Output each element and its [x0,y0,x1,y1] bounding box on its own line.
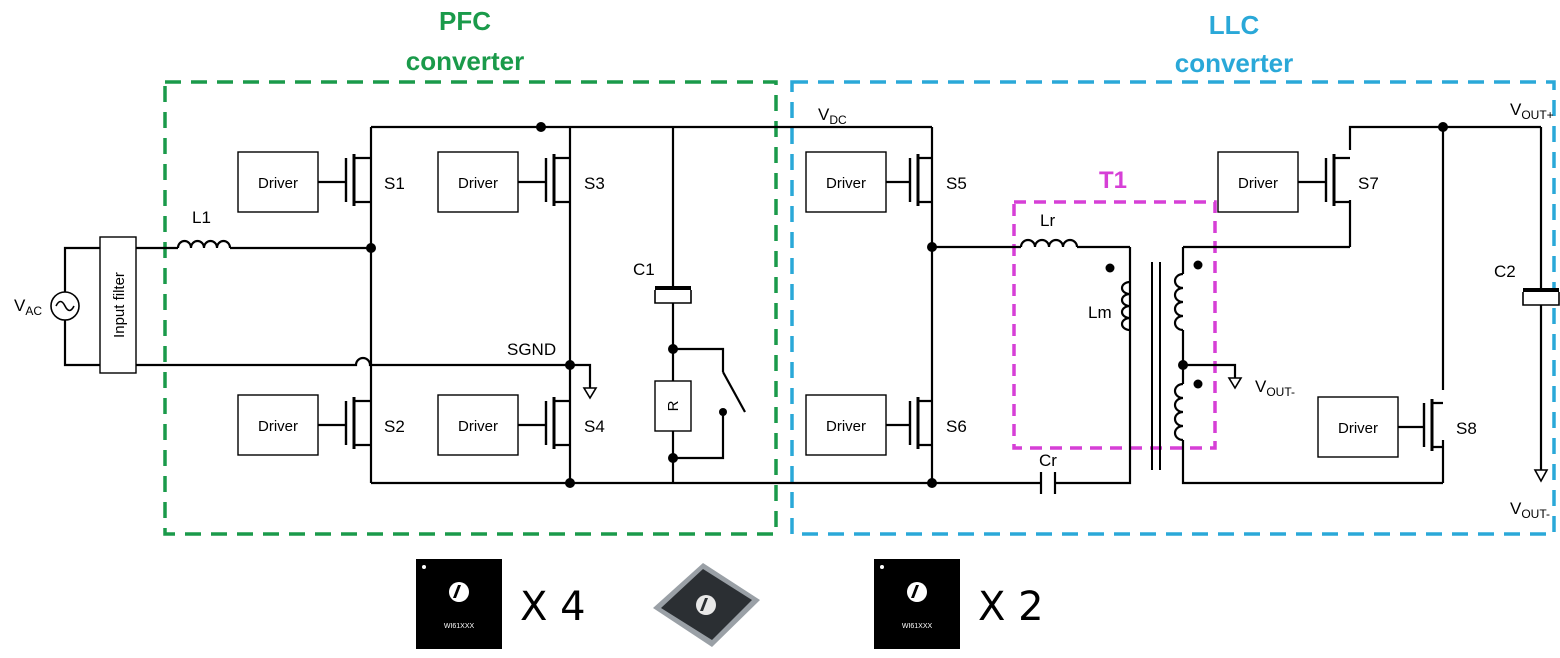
driver-label-s4: Driver [458,418,498,435]
llc-section-box [790,80,1556,536]
driver-label-s8: Driver [1338,420,1378,437]
l1-label: L1 [192,208,211,227]
switch-label-s1: S1 [384,174,405,193]
controller-chip-icon [653,563,760,647]
pfc-title-line2: converter [406,46,525,76]
chip-icon-b: WI61XXX [874,559,960,649]
driver-box-s5 [805,151,887,213]
inductor-lm [1120,280,1131,332]
t1-transformer-box [1012,200,1217,450]
driver-box-s1 [237,151,319,213]
lm-label: Lm [1088,303,1112,322]
vout-minus-output-label: VOUT- [1510,499,1550,521]
driver-label-s2: Driver [258,418,298,435]
driver-box-s4 [437,394,519,456]
switch-s2: Driver S2 [237,394,405,456]
chip-a-count: X 4 [520,584,586,630]
switch-s3: Driver S3 [437,151,605,213]
inductor-lr [1019,238,1079,248]
capacitor-c1 [654,286,692,304]
switch-label-s7: S7 [1358,174,1379,193]
pfc-wiring [136,125,1132,485]
driver-box-s7 [1217,151,1299,213]
inductor-l1 [176,239,232,249]
pfc-section-box [163,80,778,536]
t1-title: T1 [1099,167,1127,194]
vac-label: VAC [14,296,42,318]
chip-b-part-label: WI61XXX [902,623,933,630]
resistor-r-label: R [665,400,682,411]
pfc-title-line1: PFC [439,6,491,36]
chip-a-part-label: WI61XXX [444,623,475,630]
vdc-label: VDC [818,105,847,127]
chip-b-count: X 2 [978,584,1044,630]
chip-icon-a: WI61XXX [416,559,502,649]
cr-label: Cr [1039,451,1057,470]
lr-label: Lr [1040,211,1055,230]
c1-label: C1 [633,260,655,279]
c2-label: C2 [1494,262,1516,281]
capacitor-c2 [1522,288,1560,306]
switch-s4: Driver S4 [437,394,605,456]
resistor-r [654,380,692,432]
driver-label-s5: Driver [826,175,866,192]
driver-label-s7: Driver [1238,175,1278,192]
vout-plus-label: VOUT+ [1510,100,1554,122]
switch-label-s4: S4 [584,417,605,436]
vout-minus-tap-label: VOUT- [1255,377,1295,399]
llc-wiring [930,125,1549,494]
switch-label-s2: S2 [384,417,405,436]
switch-s8: Driver S8 [1317,396,1477,458]
switch-label-s6: S6 [946,417,967,436]
switch-s1: Driver S1 [237,151,405,213]
switch-label-s5: S5 [946,174,967,193]
input-filter-label: Input filter [111,272,128,338]
ac-source [50,246,100,367]
llc-title-line2: converter [1175,48,1294,78]
switch-s6: Driver S6 [805,394,967,456]
switch-label-s3: S3 [584,174,605,193]
input-filter-box [99,236,137,374]
driver-label-s1: Driver [258,175,298,192]
llc-junctions [927,122,1448,488]
llc-title-line1: LLC [1209,10,1260,40]
switch-s5: Driver S5 [805,151,967,213]
pfc-junctions [366,122,727,488]
driver-label-s6: Driver [826,418,866,435]
sgnd-label: SGND [507,340,556,359]
switch-s7: Driver S7 [1217,151,1379,213]
driver-box-s6 [805,394,887,456]
driver-box-s8 [1317,396,1399,458]
switch-label-s8: S8 [1456,419,1477,438]
driver-box-s3 [437,151,519,213]
driver-label-s3: Driver [458,175,498,192]
